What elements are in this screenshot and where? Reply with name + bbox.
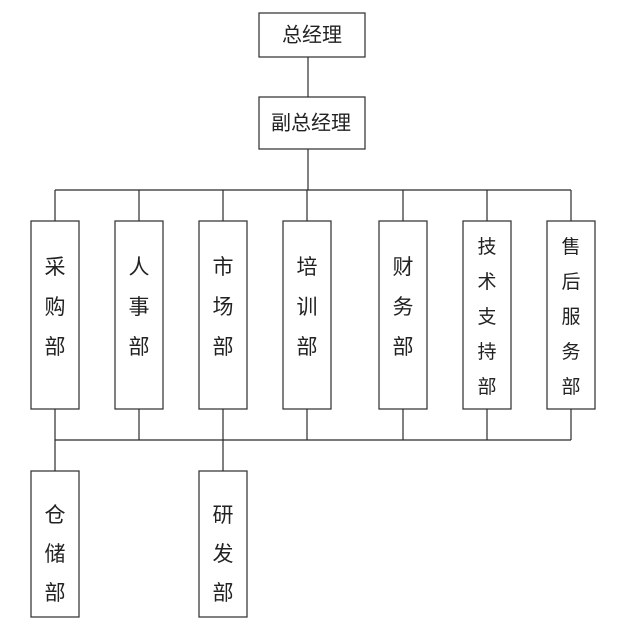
node-box-training	[282, 220, 332, 410]
node-hr-label: 人事部	[129, 255, 150, 359]
node-marketing-label: 市场部	[213, 255, 234, 359]
node-box-warehouse	[30, 470, 80, 618]
node-after-sales-label: 售后服务部	[561, 236, 580, 398]
node-deputy-general-manager: 副总经理	[258, 96, 366, 150]
node-rnd-label: 研发部	[213, 503, 234, 605]
node-box-tech-support	[462, 220, 512, 410]
node-training-label: 培训部	[297, 255, 318, 359]
node-box-marketing	[198, 220, 248, 410]
node-box-rnd	[198, 470, 248, 618]
node-general-manager: 总经理	[258, 12, 366, 58]
node-tech-support-label: 技术支持部	[477, 236, 496, 398]
department-nodes	[30, 220, 596, 618]
connectors	[54, 57, 572, 471]
node-deputy-general-manager-label: 副总经理	[271, 111, 351, 135]
node-box-finance	[378, 220, 428, 410]
node-finance-label: 财务部	[393, 255, 414, 359]
node-box-hr	[114, 220, 164, 410]
node-box-after-sales	[546, 220, 596, 410]
node-purchasing-label: 采购部	[45, 255, 66, 359]
node-warehouse-label: 仓储部	[45, 503, 66, 605]
node-general-manager-label: 总经理	[282, 23, 342, 47]
node-box-purchasing	[30, 220, 80, 410]
